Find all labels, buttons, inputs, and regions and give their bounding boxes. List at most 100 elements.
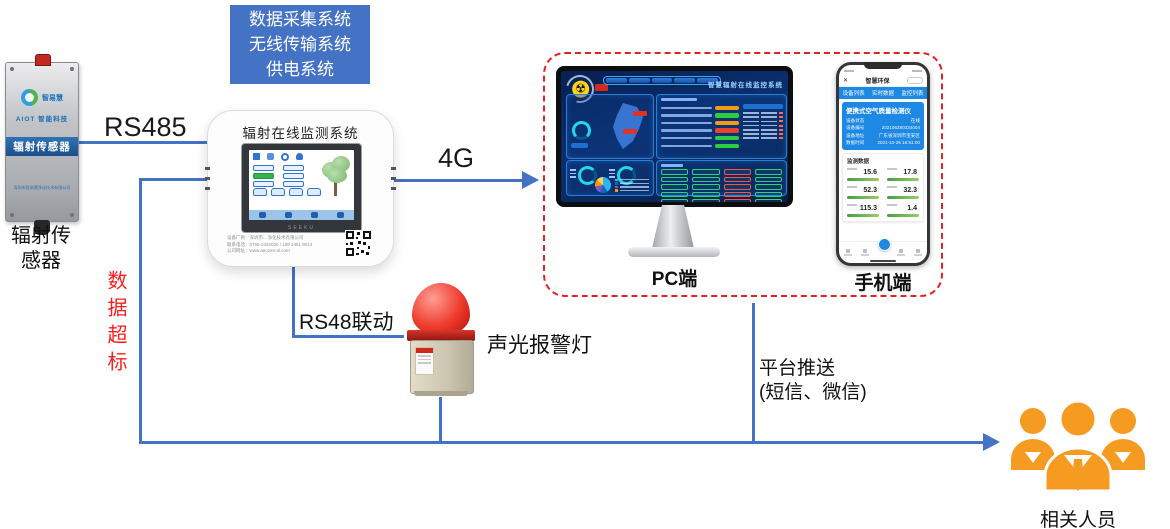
pie-chart — [595, 177, 611, 193]
rs485-line — [77, 141, 207, 144]
online-monitor-gateway: 辐射在线监测系统 — [205, 110, 396, 267]
close-icon[interactable]: ✕ — [843, 78, 849, 84]
legend-row — [615, 182, 649, 186]
alarm-light — [404, 283, 478, 399]
phone-screen[interactable]: ✕ 智慧环保 设备列表 实时数据 监控列表 便携式空气质量检测仪 设备状态在线 … — [839, 65, 927, 263]
screw-icon — [10, 213, 14, 217]
brand-logo-icon — [21, 89, 38, 106]
antenna-port-icon — [391, 177, 396, 180]
device-list-pill — [661, 199, 689, 202]
tab-realtime-data[interactable]: 实时数据 — [871, 91, 894, 97]
device-status-row — [661, 112, 739, 120]
device-list-pill — [754, 169, 782, 175]
pc-label: PC端 — [651, 269, 698, 290]
device-list-pill — [692, 184, 720, 190]
alarm-base — [410, 340, 474, 394]
people-group-icon — [1011, 399, 1145, 493]
device-list-pill — [754, 199, 782, 202]
alarm-drop-line — [439, 397, 442, 443]
device-list-pill — [754, 176, 782, 183]
device-status-row — [661, 134, 739, 142]
tab-device-list[interactable]: 设备列表 — [842, 91, 865, 97]
nav-item[interactable] — [896, 249, 906, 256]
gauge-ring-icon — [572, 121, 591, 140]
screen-toolbar-icons — [253, 153, 303, 161]
bottom-line — [139, 441, 985, 444]
screen-brand-text: SEEKU — [288, 225, 315, 231]
sensor-caption: 辐射传感器 — [11, 225, 71, 272]
metric-cell: 32.3 — [887, 185, 919, 200]
alarm-dome — [412, 283, 470, 335]
mini-table — [743, 104, 783, 140]
device-list-pill — [754, 184, 782, 190]
metric-cell: 115.3 — [847, 203, 879, 218]
metric-cell: 15.6 — [847, 167, 879, 182]
mini-table-row — [743, 136, 783, 140]
device-list-pill — [692, 169, 720, 175]
touchscreen[interactable] — [249, 150, 354, 220]
device-list-pill — [723, 199, 751, 202]
tab-monitor-list[interactable]: 监控列表 — [901, 91, 924, 97]
screen-widgets — [253, 188, 321, 196]
nav-item[interactable] — [913, 249, 923, 256]
mini-table-row — [743, 132, 783, 136]
screen-pill — [283, 181, 304, 187]
monitor-base — [628, 247, 720, 257]
rs48-link-label: RS48联动 — [299, 311, 394, 334]
screw-icon — [70, 67, 74, 71]
arrowhead-to-people — [983, 433, 1000, 451]
phone-notch — [864, 62, 902, 69]
app-tab-bar: 设备列表 实时数据 监控列表 — [839, 87, 927, 99]
legend-row — [615, 178, 649, 182]
alarm-base-lip — [414, 391, 468, 396]
metrics-card: 监测数据 15.6 17.8 52.3 32.3 115.3 1.4 — [842, 152, 924, 222]
sensor-band-label: 辐射传感器 — [6, 137, 78, 156]
screen-pill — [253, 165, 274, 171]
dashboard-top-nav[interactable] — [603, 76, 721, 85]
overflow-line-top — [139, 178, 209, 181]
device-list-pill — [661, 176, 689, 183]
stats-panel — [566, 160, 654, 196]
rs485-label: RS485 — [104, 112, 187, 142]
data-overflow-label: 数据超标 — [104, 270, 126, 378]
device-status-panel — [656, 94, 787, 159]
smartphone: ✕ 智慧环保 设备列表 实时数据 监控列表 便携式空气质量检测仪 设备状态在线 … — [836, 62, 930, 266]
mini-table-row — [743, 128, 783, 132]
device-list-pill — [754, 191, 782, 198]
gateway-title: 辐射在线监测系统 — [242, 126, 359, 141]
screen-pill — [283, 173, 304, 179]
alert-tag — [595, 84, 608, 91]
dashboard-screen[interactable]: ☢ 智慧辐射在线监控系统 — [561, 71, 788, 202]
nav-item[interactable] — [860, 249, 870, 256]
map-panel — [566, 94, 654, 159]
menu-capsule-icon[interactable] — [906, 77, 923, 84]
radiation-sensor-device: 智易慧 AIOT 智能科技 辐射传感器 深圳市智易慧净化技术有限公司 — [5, 54, 79, 235]
map-button — [571, 143, 588, 148]
brand-name: 智易慧 — [42, 94, 63, 102]
nav-item[interactable] — [843, 249, 853, 256]
sensor-top-button — [35, 54, 51, 66]
metric-cell: 17.8 — [887, 167, 919, 182]
platform-push-label: 平台推送 (短信、微信) — [759, 358, 867, 403]
nav-center-button[interactable] — [877, 238, 891, 251]
sensor-connector — [34, 220, 50, 235]
device-card-title: 便携式空气质量检测仪 — [846, 108, 911, 115]
screen-pill — [253, 181, 274, 187]
mini-table-row — [743, 111, 783, 115]
map-alert-tag — [623, 129, 637, 134]
device-status-row — [661, 127, 739, 135]
device-list-pill — [723, 176, 751, 183]
screen-bottom-bar — [249, 210, 354, 220]
people-label: 相关人员 — [1040, 510, 1117, 529]
dashboard-title: 智慧辐射在线监控系统 — [708, 82, 783, 89]
info-box-line: 数据采集系统 — [249, 10, 351, 29]
device-status-row — [661, 119, 739, 127]
arrowhead-4g — [522, 171, 539, 189]
mini-table-row — [743, 115, 783, 119]
phone-label: 手机端 — [854, 273, 912, 294]
mini-table-row — [743, 124, 783, 128]
alarm-sticker — [415, 347, 434, 375]
app-header: ✕ 智慧环保 — [839, 75, 927, 87]
screw-icon — [10, 67, 14, 71]
